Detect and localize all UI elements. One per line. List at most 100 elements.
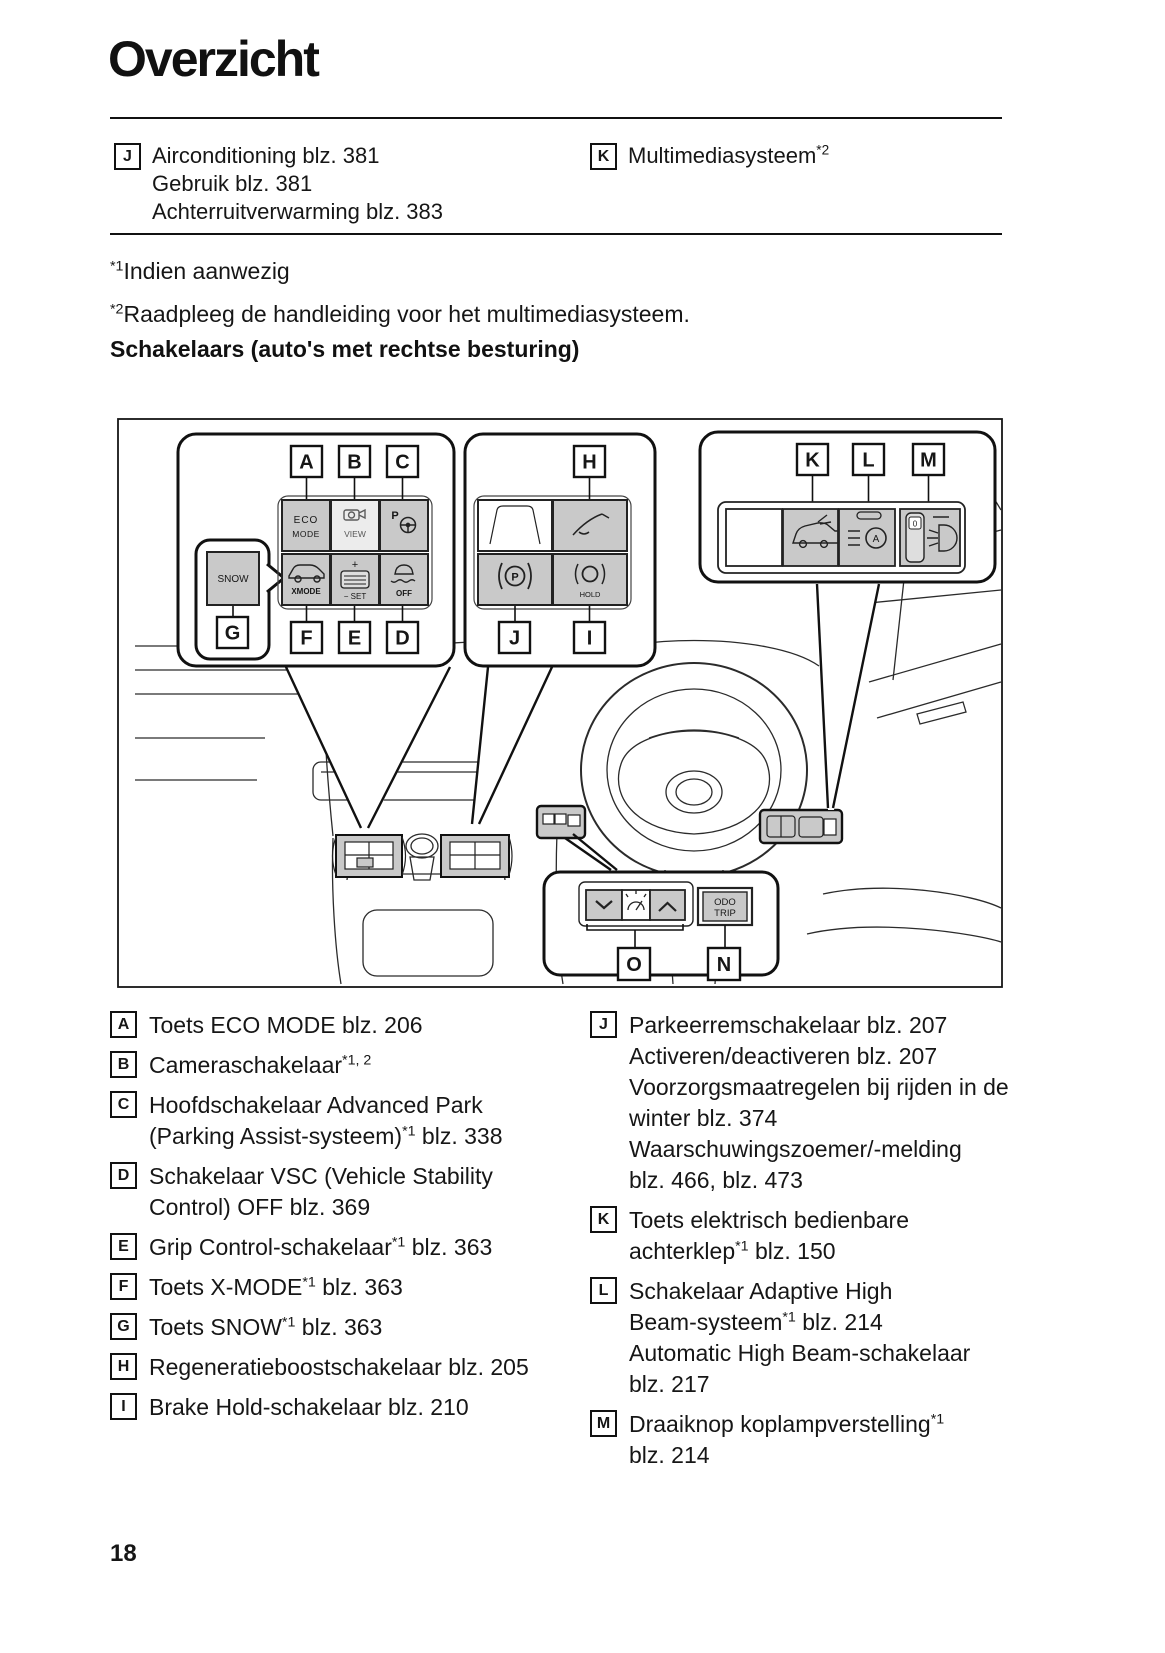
vsc-off-button: OFF [379,553,429,606]
footnote-text: Indien aanwezig [123,258,290,284]
legend-item-a: A Toets ECO MODE blz. 206 [110,1010,590,1041]
callout-key-c: C [110,1091,137,1118]
label-box-m [911,442,946,477]
svg-text:SNOW: SNOW [217,574,249,585]
label-i: I [587,628,593,650]
callout-key-k2: K [590,1206,617,1233]
meter-brightness-button [621,889,651,921]
index-line: Airconditioning blz. 381 [152,143,380,168]
legend-left-column: A Toets ECO MODE blz. 206 B Cameraschake… [110,1010,590,1480]
footnotes: *1Indien aanwezig *2Raadpleeg de handlei… [110,256,1002,342]
legend-item-b: B Cameraschakelaar*1, 2 [110,1050,590,1081]
legend-item-g: G Toets SNOW*1 blz. 363 [110,1312,590,1343]
callout-key-g: G [110,1313,137,1340]
instrument-panel-buttons [535,804,587,840]
label-box-b [337,444,372,479]
leveling-lamp-icon [927,516,958,552]
svg-text:OFF: OFF [396,589,412,598]
legend: A Toets ECO MODE blz. 206 B Cameraschake… [110,1010,1010,1480]
label-box-a [289,444,324,479]
callout-key-j2: J [590,1011,617,1038]
svg-text:− SET: − SET [344,592,367,601]
camera-view-button-fill [330,499,380,552]
label-g: G [225,623,241,645]
index-line: Gebruik blz. 381 [152,171,313,196]
svg-text:P: P [511,572,518,584]
callout-key-h: H [110,1353,137,1380]
x-mode-button: XMODE [281,553,331,606]
blank-switch [477,499,553,552]
index-line: Achterruitverwarming blz. 383 [152,199,444,224]
chevron-up-icon [658,901,677,912]
label-e: E [348,628,361,650]
auto-high-beam-icon: A [848,527,887,549]
legend-text: Regeneratieboostschakelaar blz. 205 [149,1354,529,1380]
svg-text:A: A [873,534,880,545]
label-b: B [347,452,361,474]
brightness-control-icon [625,890,647,911]
legend-item-e: E Grip Control-schakelaar*1 blz. 363 [110,1232,590,1263]
footnote-marker: *1 [110,258,124,275]
headlight-leveling-dial: 0 [899,508,961,567]
label-box-h [572,444,607,479]
stalk-switch-panel [758,808,844,845]
regen-paddle-icon [572,513,610,536]
label-box-n [706,946,742,982]
label-box-o [616,946,652,982]
callout-key-f: F [110,1273,137,1300]
legend-text: Grip Control-schakelaar*1 blz. 363 [149,1234,493,1260]
svg-text:+: + [352,559,358,571]
page-title: Overzicht [108,31,320,87]
callout-key-l2: L [590,1277,617,1304]
index-entry-multimedia: K Multimediasysteem*2 [590,142,829,170]
label-c: C [395,452,409,474]
callout-key-m2: M [590,1410,617,1437]
suv-icon [288,564,325,583]
callout-brake-switches: H P HOLD [463,432,657,668]
tailgate-icon [792,514,840,549]
index-entry-lines: Airconditioning blz. 381 Gebruik blz. 38… [152,142,443,226]
label-o: O [626,954,642,976]
callout-key-i: I [110,1393,137,1420]
dashboard-illustration: A B C ECO MODE VIEW [117,418,1003,988]
callout-key-k: K [590,143,617,170]
svg-text:HOLD: HOLD [580,590,601,599]
svg-text:TRIP: TRIP [714,908,736,919]
label-box-k [795,442,830,477]
label-box-i [572,620,607,655]
parking-brake-button: P [477,553,553,606]
legend-text: Cameraschakelaar*1, 2 [149,1052,372,1078]
label-box-d [385,620,420,655]
legend-text: Toets X-MODE*1 blz. 363 [149,1274,403,1300]
advanced-park-button: P [379,499,429,552]
callout-key-e: E [110,1233,137,1260]
legend-text: Brake Hold-schakelaar blz. 210 [149,1394,469,1420]
label-j: J [509,628,520,650]
label-m: M [920,450,937,472]
footnote-1: *1Indien aanwezig [110,256,1002,286]
svg-text:ECO: ECO [294,515,319,526]
legend-text: Toets ECO MODE blz. 206 [149,1012,423,1038]
blank-switch-2 [725,508,783,567]
footnote-marker: *2 [110,301,124,318]
svg-text:MODE: MODE [292,529,320,539]
svg-text:0: 0 [913,520,918,529]
index-line: Multimediasysteem*2 [628,142,830,168]
callout-meter-switches: ODO TRIP O N [542,870,780,982]
camera-icon [343,508,366,521]
skid-car-icon [390,564,416,583]
brake-hold-icon [581,565,599,583]
center-air-vents [331,833,513,881]
grip-control-set-button: + − SET [330,553,380,606]
odo-trip-button: ODO TRIP [696,886,754,927]
shift-knob [405,833,439,881]
legend-item-c: C Hoofdschakelaar Advanced Park(Parking … [110,1090,590,1152]
